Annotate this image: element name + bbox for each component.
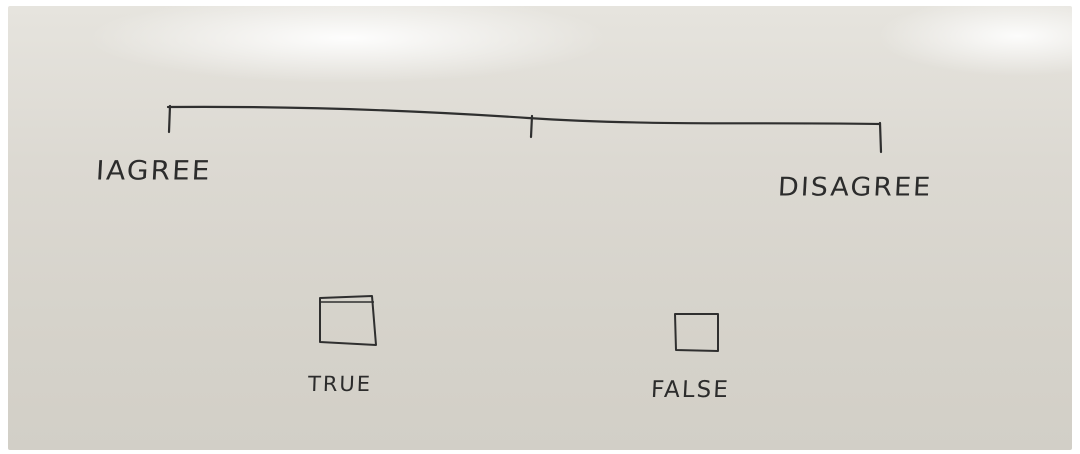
false-checkbox bbox=[674, 313, 719, 352]
scale-line bbox=[166, 105, 882, 126]
scale-tick-middle bbox=[529, 114, 534, 139]
scale-tick-left bbox=[167, 104, 172, 134]
agree-label: IAGREE bbox=[95, 154, 213, 187]
whiteboard-photo: IAGREE DISAGREE TRUE FALSE bbox=[8, 6, 1072, 450]
true-label: TRUE bbox=[307, 372, 373, 396]
disagree-label: DISAGREE bbox=[777, 172, 934, 203]
false-label: FALSE bbox=[650, 377, 731, 403]
scale-tick-right bbox=[878, 121, 883, 154]
handwritten-drawing bbox=[166, 104, 883, 352]
true-checkbox bbox=[319, 295, 377, 346]
